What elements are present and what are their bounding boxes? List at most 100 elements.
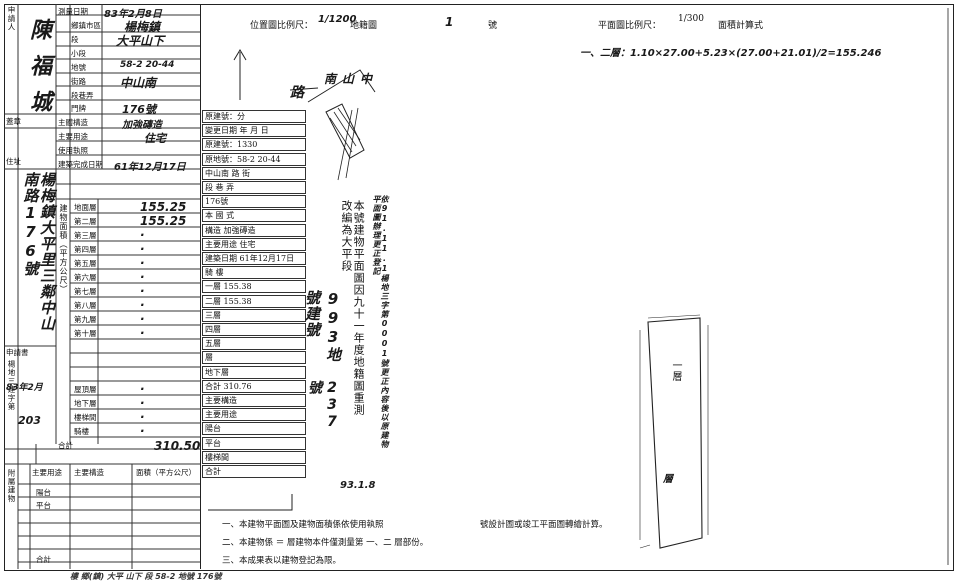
record-row: 合計 310.76 bbox=[202, 379, 306, 393]
floor-name: 第二層 bbox=[74, 217, 97, 226]
record-row: 騎 樓 bbox=[202, 266, 306, 280]
completed-label: 建築完成日期 bbox=[58, 160, 103, 169]
document-border bbox=[4, 4, 954, 571]
floor-name: 騎樓 bbox=[74, 427, 89, 436]
record-row: 176號 bbox=[202, 195, 306, 209]
street-label: 街路 bbox=[71, 77, 86, 86]
location-scale: 1/1200 bbox=[318, 14, 357, 25]
floor-name: 第八層 bbox=[74, 301, 97, 310]
floor-label: 一層 bbox=[670, 360, 681, 382]
record-row: 五層 bbox=[202, 337, 306, 351]
floor-name: 樓梯間 bbox=[74, 413, 97, 422]
applicant-label: 申請人 bbox=[7, 6, 16, 32]
floors-label: 建物面積（平方公尺） bbox=[59, 204, 68, 294]
attached-header-use: 主要用途 bbox=[32, 468, 62, 477]
survey-date: 83年2月8日 bbox=[104, 9, 162, 20]
note-remeasure: 本號建物平面圖因九十一年度地籍圖重測 bbox=[352, 200, 366, 416]
structure-label: 主體構造 bbox=[58, 118, 88, 127]
plan-scale-label: 平面圖比例尺： bbox=[598, 21, 662, 31]
register-table: 申請人 陳福城 蓋章 住址 楊梅鎮大平里三鄰中山南路176號 測量日期 83年2… bbox=[4, 4, 201, 569]
number-label: 門牌 bbox=[71, 104, 86, 113]
app-num: 203 bbox=[18, 414, 41, 427]
completed-date: 61年12月17日 bbox=[114, 162, 186, 173]
attached-header-area: 面積（平方公尺） bbox=[136, 468, 196, 477]
floor-area: · bbox=[140, 410, 145, 424]
area-formula: 一、二層：1.10×27.00+5.23×(27.00+21.01)/2=155… bbox=[580, 48, 882, 59]
survey-date-label: 測量日期 bbox=[58, 7, 88, 16]
record-row: 四層 bbox=[202, 323, 306, 336]
record-row: 陽台 bbox=[202, 422, 306, 436]
floor-area: · bbox=[140, 284, 145, 298]
road-name: 南山中 bbox=[324, 72, 379, 86]
note-building-no: 237號 bbox=[306, 380, 340, 431]
floor-name: 地面層 bbox=[74, 203, 97, 212]
floor-area: · bbox=[140, 326, 145, 340]
record-row: 變更日期 年 月 日 bbox=[202, 124, 306, 138]
app-no: 楊地三建字第 bbox=[7, 360, 16, 411]
record-row: 主要用途 住宅 bbox=[202, 237, 306, 251]
floor-area: · bbox=[140, 382, 145, 396]
number: 176號 bbox=[122, 103, 156, 116]
app-date: 83年2月 bbox=[6, 383, 43, 393]
township: 楊梅鎮 bbox=[124, 20, 161, 34]
floor-name: 第十層 bbox=[74, 329, 97, 338]
register-grid bbox=[4, 4, 200, 569]
record-row: 段 巷 弄 bbox=[202, 181, 306, 194]
location-scale-label: 位置圖比例尺： bbox=[250, 21, 314, 31]
floor-name: 第四層 bbox=[74, 245, 97, 254]
date-stamp: 93.1.8 bbox=[340, 480, 376, 491]
sheet-no: 1 bbox=[445, 15, 454, 29]
road-label: 路 bbox=[290, 85, 304, 101]
note-3: 三、本成果表以建物登記為限。 bbox=[222, 556, 342, 566]
lane-label: 段巷弄 bbox=[71, 91, 94, 100]
floor-area: · bbox=[140, 228, 145, 242]
seal-label: 蓋章 bbox=[6, 117, 21, 126]
floor-name: 屋頂層 bbox=[74, 385, 97, 394]
total-area: 310.50 bbox=[154, 439, 201, 453]
structure: 加強磚造 bbox=[122, 120, 162, 131]
plan-scale: 1/300 bbox=[678, 14, 704, 24]
lot: 58-2 20-44 bbox=[120, 60, 175, 70]
floor-name: 第三層 bbox=[74, 231, 97, 240]
license-label: 使用執照 bbox=[58, 146, 88, 155]
township-label: 鄉鎮市區 bbox=[71, 21, 101, 30]
note-1: 一、本建物平面圖及建物面積係依使用執照 bbox=[222, 520, 384, 530]
floor-area: · bbox=[140, 396, 145, 410]
attached-row: 陽台 bbox=[36, 488, 51, 497]
record-row: 建築日期 61年12月17日 bbox=[202, 252, 306, 265]
floor-area: · bbox=[140, 312, 145, 326]
subsection-label: 小段 bbox=[71, 49, 86, 58]
record-row: 中山南 路 街 bbox=[202, 166, 306, 180]
note-lot: 993地號建號 bbox=[303, 290, 342, 363]
lot-label: 地號 bbox=[71, 63, 86, 72]
total-label: 合計 bbox=[58, 441, 73, 450]
floor-tag: 層 bbox=[663, 474, 673, 485]
floor-name: 地下層 bbox=[74, 399, 97, 408]
record-row: 原地號：58-2 20-44 bbox=[202, 152, 306, 166]
footer-line: 樓 鄉(鎮) 大平 山下 段 58-2 地號 176號 bbox=[70, 572, 222, 581]
floor-area: · bbox=[140, 270, 145, 284]
app-no-label: 申請書 bbox=[6, 348, 29, 357]
note-correction: 依91.11.1楊地三字第0001號更正內容後以原建物平面圖辦理更正登記 bbox=[372, 195, 389, 449]
usage: 住宅 bbox=[144, 132, 166, 145]
record-row: 主要構造 bbox=[202, 394, 306, 407]
record-row: 原建號：分 bbox=[202, 110, 306, 123]
applicant-name: 陳福城 bbox=[26, 18, 51, 126]
section-label: 段 bbox=[71, 35, 79, 44]
record-row: 一層 155.38 bbox=[202, 280, 306, 294]
owner-address: 楊梅鎮大平里三鄰中山南路176號 bbox=[21, 172, 57, 332]
record-row: 平台 bbox=[202, 436, 306, 450]
record-row: 三層 bbox=[202, 308, 306, 322]
record-row: 層 bbox=[202, 351, 306, 365]
street: 中山南 bbox=[120, 76, 157, 90]
attached-label: 附屬建物 bbox=[7, 469, 16, 503]
attached-row: 平台 bbox=[36, 501, 51, 510]
record-row: 樓梯間 bbox=[202, 450, 306, 464]
floor-area: 155.25 bbox=[140, 200, 187, 214]
floor-name: 第七層 bbox=[74, 287, 97, 296]
record-row: 主要用途 bbox=[202, 408, 306, 422]
area-calc-label: 面積計算式 bbox=[718, 21, 764, 31]
floor-name: 第六層 bbox=[74, 273, 97, 282]
record-row: 原建號：1330 bbox=[202, 138, 306, 152]
